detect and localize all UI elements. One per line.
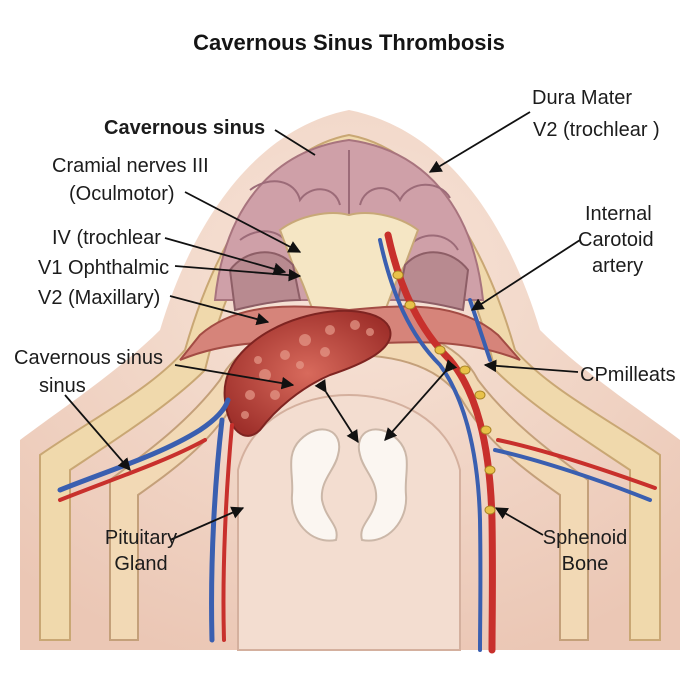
carotid-artery [384,231,496,654]
label-pituitary: Pituitary [104,527,178,549]
vessels [57,231,657,654]
ptr-iv [164,237,287,275]
ptr-cavernous [274,129,316,156]
ptr-sphenoid [494,507,544,536]
nasal-cavity [237,393,461,651]
ptr-v2max [169,295,270,326]
ptr-dura [428,111,531,173]
nerve-nodules [392,270,496,515]
thrombus-clot [223,309,392,437]
diagram-title: Cavernous Sinus Thrombosis [193,30,505,55]
label-oculomotor: (Oculmotor) [69,183,175,205]
label-internal: Internal [585,203,652,225]
label-sphenoid: Sphenoid [542,527,628,549]
ptr-cav2 [174,364,295,390]
label-gland: Gland [114,553,168,575]
label-v2-trochlear: V2 (trochlear ) [533,119,660,141]
label-cpmilleats: CPmilleats [580,364,676,386]
label-v1-ophthalmic: V1 Ophthalmic [38,257,170,279]
ptr-pituitary [169,506,245,541]
left-artery [58,438,207,502]
left-descending-vessel [209,417,225,643]
ptr-double-left [314,379,359,444]
ptr-cranial [184,191,302,253]
ptr-v1 [174,265,302,282]
sella-structure [278,212,420,311]
label-bone: Bone [561,553,609,575]
label-v2-maxillary: V2 (Maxillary) [38,287,161,309]
left-sinus-pocket [228,251,302,312]
label-cranial-nerves: Cramial nerves III [52,155,209,177]
ptr-sinus [64,394,131,471]
label-cavernous-sinus-2: Cavernous sinus [14,347,163,369]
label-artery: artery [592,255,644,277]
label-sinus: sinus [39,375,86,397]
pointer-lines [64,111,581,541]
ptr-carotid [470,239,581,311]
ptr-cpm [483,359,579,373]
right-turbinate [357,428,408,542]
label-dura-mater: Dura Mater [532,87,633,109]
carotid-vein [378,238,483,652]
label-iv-trochlear: IV (trochlear [52,227,161,249]
left-vein [57,397,231,493]
label-cavernous-sinus: Cavernous sinus [104,117,266,139]
label-carotoid: Carotoid [578,229,654,251]
right-artery [496,438,657,490]
ptr-double-right [384,359,458,441]
right-vein [493,448,652,502]
clot-texture [241,320,374,419]
left-descending-artery [221,423,234,642]
